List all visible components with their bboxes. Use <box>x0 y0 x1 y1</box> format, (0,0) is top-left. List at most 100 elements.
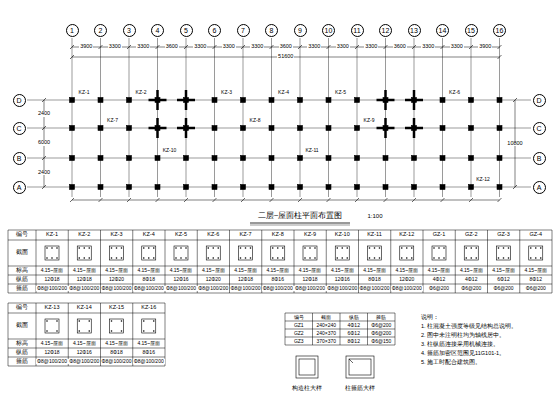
rebar-dot <box>309 247 311 249</box>
table-cell: 4.15~屋面 <box>72 268 97 273</box>
table-line <box>519 230 520 293</box>
axis-number: A <box>537 184 542 191</box>
axis-number: 8 <box>270 27 274 34</box>
rebar-dot <box>111 330 113 332</box>
column <box>326 98 331 103</box>
rebar-dot <box>83 247 85 249</box>
axis-number: 12 <box>382 27 390 34</box>
table-cell: 4.15~屋面 <box>40 268 65 273</box>
section-sketch <box>239 246 253 260</box>
note-text: 3. 柱纵筋连接采用机械连接。 <box>420 342 500 348</box>
table-header: 编号 <box>293 315 305 320</box>
table-cell: 12Φ16 <box>172 277 189 282</box>
table-header: GZ-2 <box>464 232 479 238</box>
rebar-dot <box>503 257 505 259</box>
table-cell: 4.15~屋面 <box>523 268 548 273</box>
table-header: KZ-9 <box>303 232 317 238</box>
table-cell: Φ8@100/200 <box>294 286 326 291</box>
rebar-dot <box>374 247 376 249</box>
table-cell: 4.15~屋面 <box>362 268 387 273</box>
dimension-text: 3300 <box>193 44 207 50</box>
rebar-dot <box>245 257 247 259</box>
table-cell: Φ8@100/200 <box>36 359 68 364</box>
table-cell: 4Φ12 <box>432 277 446 282</box>
dimension-text: 3300 <box>421 44 435 50</box>
column <box>269 98 274 103</box>
column <box>184 156 189 161</box>
axis-number: C <box>16 125 21 132</box>
column <box>241 98 246 103</box>
hook <box>349 359 353 363</box>
table-cell: 4.15~屋面 <box>265 268 290 273</box>
rebar-dot <box>56 257 58 259</box>
axis-line <box>72 38 73 197</box>
rebar-dot <box>530 247 532 249</box>
rebar-dot <box>314 257 316 259</box>
column <box>326 126 331 131</box>
table-header: KZ-8 <box>271 232 285 238</box>
tick <box>42 126 46 130</box>
dimension-text: 3300 <box>250 44 264 50</box>
table-cell: 4.15~屋面 <box>72 341 97 346</box>
rebar-dot <box>207 257 209 259</box>
table-cell: 4.15~屋面 <box>40 341 65 346</box>
axis-line <box>414 38 415 197</box>
section-sketch <box>368 246 382 260</box>
rebar-dot <box>250 257 252 259</box>
axis-number: 3 <box>127 27 131 34</box>
table-cell: Φ8@100/200 <box>101 359 133 364</box>
section-sketch <box>303 246 317 260</box>
column <box>98 185 103 190</box>
stirrup <box>299 359 315 375</box>
column <box>440 156 445 161</box>
axis-line <box>471 38 472 197</box>
column <box>440 126 445 131</box>
table-line <box>100 230 101 293</box>
tick <box>156 45 160 49</box>
table-header: 标高 <box>15 341 29 347</box>
column <box>241 185 246 190</box>
table-cell: 12Φ18 <box>301 277 318 282</box>
table-header: KZ-14 <box>76 305 93 311</box>
rebar-dot <box>121 330 123 332</box>
axis-bubble: D <box>13 94 26 107</box>
table-cell: Φ8@100/200 <box>133 286 165 291</box>
tick <box>70 45 74 49</box>
table-cell: 4.15~屋面 <box>104 341 129 346</box>
table-cell: 8Φ18 <box>367 277 381 282</box>
table-cell: 4.15~屋面 <box>136 268 161 273</box>
column <box>98 98 103 103</box>
rebar-dot <box>272 247 274 249</box>
section-sketch <box>142 319 156 333</box>
column <box>155 156 160 161</box>
rebar-dot <box>180 257 182 259</box>
table-header: KZ-6 <box>206 232 220 238</box>
axis-bubble: 6 <box>208 24 221 37</box>
table-line <box>423 230 424 293</box>
table-line <box>165 230 166 293</box>
column <box>497 156 502 161</box>
rebar-dot <box>148 257 150 259</box>
table-header: 箍筋 <box>375 315 387 320</box>
note-text: 2. 图中未注明柱均为轴线居中。 <box>420 333 506 339</box>
rebar-dot <box>78 330 80 332</box>
wall-stub <box>413 118 416 138</box>
column <box>241 126 246 131</box>
table-line <box>8 266 552 267</box>
table-line <box>8 313 165 314</box>
column <box>212 98 217 103</box>
axis-number: 7 <box>241 27 245 34</box>
column <box>326 156 331 161</box>
scale-label: 1:100 <box>366 213 383 219</box>
table-cell: 4.15~屋面 <box>491 268 516 273</box>
axis-bubble: C <box>533 122 546 135</box>
rebar-dot <box>111 320 113 322</box>
wall-stub <box>156 118 159 138</box>
rebar-dot <box>175 257 177 259</box>
axis-number: 15 <box>467 27 475 34</box>
axis-number: 4 <box>156 27 160 34</box>
rebar-dot <box>185 247 187 249</box>
table-line <box>8 357 165 358</box>
table-line <box>8 293 552 294</box>
rebar-dot <box>88 247 90 249</box>
